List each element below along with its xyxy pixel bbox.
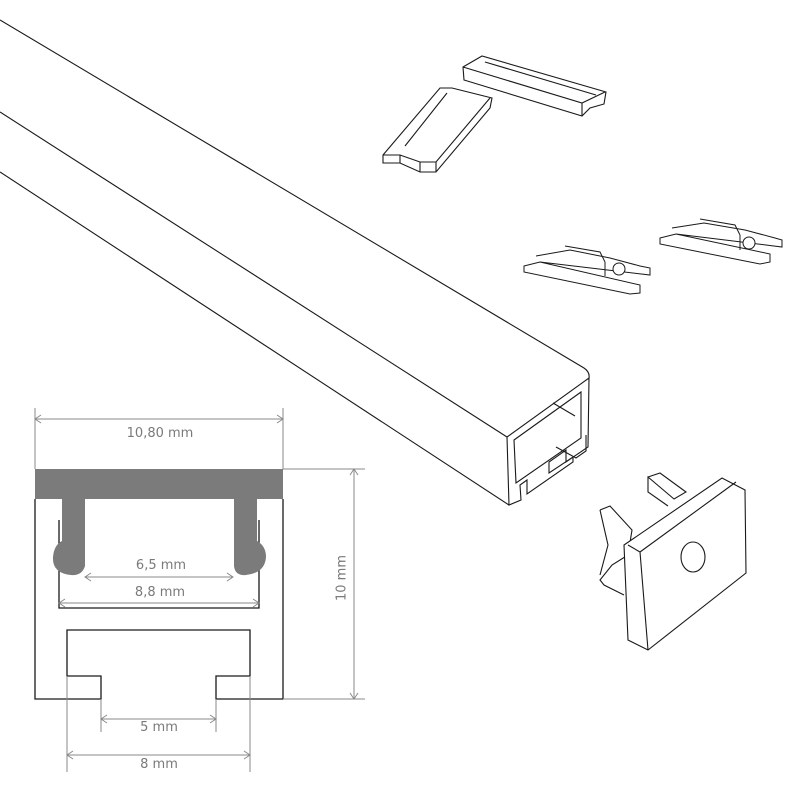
dim-height [283,468,365,700]
clip-connectors [523,218,783,295]
cover-leg-right [234,499,266,576]
clip-left [523,245,651,295]
connector-left [382,87,493,173]
dim-inner-width [58,598,260,608]
label-slot-width: 8 mm [140,757,178,772]
profile-front-face [506,376,590,506]
profile-3d [0,19,590,506]
dim-slot-width [66,676,251,772]
profile-slot-rail [555,435,587,459]
clip-left-ball [612,262,626,276]
profile-top-edge [0,19,590,379]
dim-led-opening [84,572,234,582]
label-led-opening: 6,5 mm [135,558,187,573]
clip-right-ball [742,236,756,250]
dim-overall-width [34,408,284,469]
end-cap [599,472,747,651]
label-slot-opening: 5 mm [140,720,178,735]
profile-inner-depth [552,402,576,417]
connector-top [462,55,607,117]
clip-right [659,218,783,265]
profile-inner-cavity [513,390,582,485]
label-height: 10 mm [334,554,350,602]
end-cap-hole [680,541,706,573]
cover-leg-left [52,499,85,576]
dim-slot-opening [100,699,217,732]
label-overall-width: 10,80 mm [126,426,194,441]
straight-connectors [382,55,607,173]
profile-front-top-edge [0,111,508,438]
profile-bottom-edge [0,171,510,506]
end-cap-prong-bottom [599,505,633,596]
end-cap-prong-top [646,472,688,507]
label-inner-width: 8,8 mm [134,585,186,600]
diffuser-cover [35,469,283,499]
cross-section [34,469,284,700]
dimension-lines [34,408,365,772]
